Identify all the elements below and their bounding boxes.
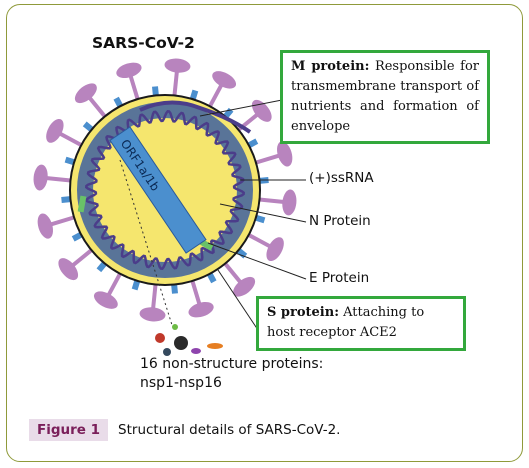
spike-stem [251,153,282,166]
spike-stem [221,259,244,285]
spike-head [74,83,97,104]
spike-head [37,213,53,239]
m-protein-box: M protein: Responsible for transmembrane… [280,50,490,144]
spike-head [188,302,214,318]
spike-head [139,307,166,322]
spike-head [33,164,48,191]
nsp-blob [163,348,171,356]
envelope-crease [139,100,252,134]
nsp-blob [172,324,178,330]
spike-head [116,62,142,78]
e-protein-mark [77,195,87,213]
rna-coil [85,110,245,270]
n-protein-label: N Protein [309,213,371,229]
nsp-text: 16 non-structure proteins: nsp1-nsp16 [140,355,323,393]
spike-head [93,291,118,309]
s-protein-box: S protein: Attaching to host receptor AC… [256,296,466,351]
m-pointer [199,99,283,117]
nsp-blob [207,343,223,349]
spike-head [46,118,64,143]
figure-caption: Figure 1 Structural details of SARS-CoV-… [29,419,340,441]
nsp-line-1: 16 non-structure proteins: [140,356,324,372]
spike-head [282,189,297,216]
spike-head [164,58,191,73]
figure-label: Figure 1 [29,419,109,441]
spike-head [58,258,79,281]
nsp-line-2: nsp1-nsp16 [140,375,222,391]
m-protein-text: Responsible for transmembrane transport … [291,59,480,134]
e-pointer [207,242,307,280]
nsp-blob [155,333,165,343]
spike-head [212,71,237,89]
s-protein-text: Attaching to host receptor ACE2 [267,305,425,340]
spike-stem [189,276,202,307]
diagram-title: SARS-CoV-2 [92,34,195,52]
spike-head [277,141,293,167]
membrane-band [77,102,253,278]
m-protein-heading: M protein: [291,59,370,74]
n-pointer [219,203,307,223]
nsp-blob [174,336,188,350]
nsp-blob [191,348,201,354]
spike-head [233,276,256,297]
s-pointer [217,269,259,331]
nsp-pointer [119,159,173,326]
spike-head [266,237,284,262]
ssrna-label: (+)ssRNA [309,170,374,186]
caption-text: Structural details of SARS-CoV-2. [118,422,341,438]
s-protein-heading: S protein: [267,305,339,320]
e-protein-label: E Protein [309,270,370,286]
